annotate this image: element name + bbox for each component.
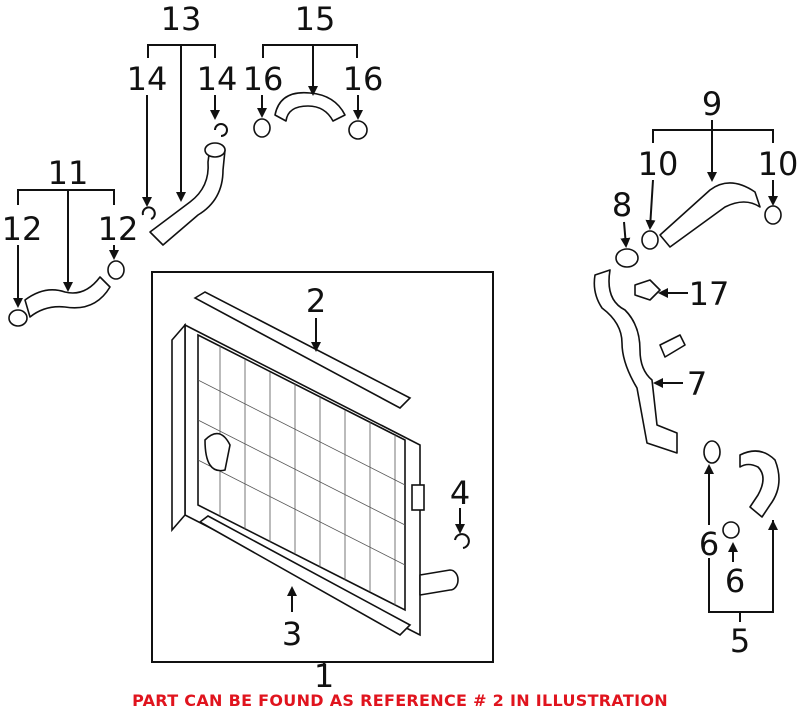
pipe-7: [593, 269, 721, 464]
hose-13: [141, 123, 228, 246]
callout-16a: 16: [243, 60, 284, 98]
hose-9: [641, 182, 782, 250]
callout-10a: 10: [638, 145, 679, 183]
callout-4: 4: [450, 474, 470, 512]
assembly-box: [151, 271, 494, 663]
callout-3: 3: [282, 615, 302, 653]
callout-lines: [13, 44, 778, 664]
callout-14a: 14: [127, 60, 168, 98]
clamp-4: [454, 533, 470, 549]
callout-11: 11: [48, 154, 89, 192]
callout-15: 15: [295, 0, 336, 38]
callout-7: 7: [687, 365, 707, 403]
upper-seal-strip: [193, 291, 412, 409]
hose-5: [722, 450, 780, 539]
hose-11: [8, 260, 125, 327]
lower-seal-strip: [198, 515, 412, 636]
hose-15: [253, 91, 368, 140]
callout-6a: 6: [699, 525, 719, 563]
reference-note: PART CAN BE FOUND AS REFERENCE # 2 IN IL…: [132, 691, 668, 709]
callout-9: 9: [702, 85, 722, 123]
callout-1: 1: [314, 657, 334, 695]
callout-6b: 6: [725, 562, 745, 600]
bracket-17: [634, 279, 661, 301]
callout-12a: 12: [2, 210, 43, 248]
callout-12b: 12: [98, 210, 139, 248]
callout-14b: 14: [197, 60, 238, 98]
callout-5: 5: [730, 622, 750, 660]
callout-16b: 16: [343, 60, 384, 98]
clamp-8: [615, 248, 639, 268]
callout-17: 17: [689, 275, 730, 313]
callout-10b: 10: [758, 145, 799, 183]
callout-2: 2: [306, 282, 326, 320]
intercooler: [171, 322, 459, 637]
callout-13: 13: [161, 0, 202, 38]
callout-8: 8: [612, 186, 632, 224]
